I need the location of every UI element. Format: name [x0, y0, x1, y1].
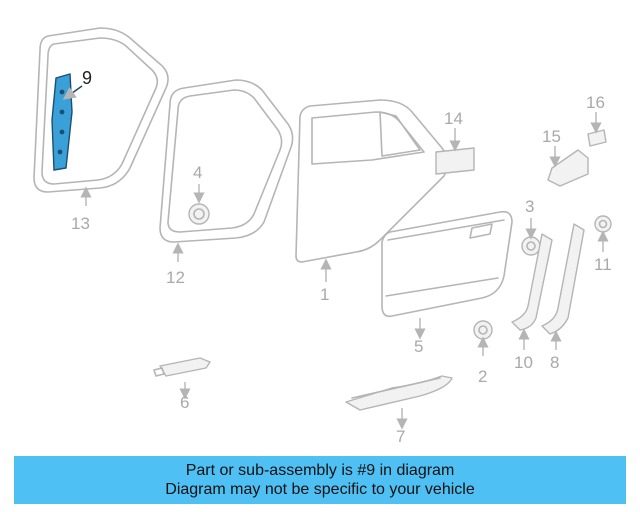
- callout-7: 7: [396, 427, 405, 446]
- callout-2: 2: [478, 367, 487, 386]
- part-7-sill-plate[interactable]: [345, 375, 453, 411]
- callout-3: 3: [525, 197, 534, 216]
- callout-8: 8: [550, 353, 559, 372]
- banner-line-2: Diagram may not be specific to your vehi…: [165, 481, 475, 498]
- parts-diagram: 9 13 12 4 1 14 16 15 3 11 5 10 8 2 6 7: [33, 27, 612, 446]
- part-12-weatherstrip[interactable]: [159, 79, 294, 243]
- callout-9: 9: [82, 68, 92, 88]
- part-16-clip[interactable]: [587, 129, 607, 147]
- callout-11: 11: [594, 255, 612, 274]
- callout-6: 6: [180, 393, 189, 412]
- info-banner: Part or sub-assembly is #9 in diagram Di…: [14, 456, 626, 504]
- callout-5: 5: [414, 337, 423, 356]
- part-4-plug[interactable]: [188, 203, 210, 225]
- part-2-grommet[interactable]: [473, 320, 493, 340]
- banner-line-1: Part or sub-assembly is #9 in diagram: [185, 462, 455, 479]
- callout-1: 1: [320, 285, 329, 304]
- part-1-door-shell[interactable]: [295, 99, 449, 263]
- callout-4: 4: [193, 163, 202, 182]
- part-15-bracket[interactable]: [547, 149, 589, 187]
- part-8-moulding[interactable]: [541, 223, 585, 335]
- part-11-grommet[interactable]: [594, 215, 612, 233]
- callout-15: 15: [542, 127, 561, 146]
- callout-10: 10: [514, 353, 533, 372]
- part-9-pillar-garnish[interactable]: [51, 73, 73, 171]
- part-6-adhesive-tube[interactable]: [153, 357, 211, 377]
- part-14-pad[interactable]: [435, 147, 475, 175]
- callout-12: 12: [166, 268, 185, 287]
- part-3-grommet[interactable]: [521, 236, 541, 256]
- part-13-weatherstrip[interactable]: [33, 27, 169, 193]
- callout-14: 14: [444, 109, 463, 128]
- callout-13: 13: [71, 214, 90, 233]
- part-5-outer-panel[interactable]: [381, 210, 513, 318]
- callout-16: 16: [586, 93, 605, 112]
